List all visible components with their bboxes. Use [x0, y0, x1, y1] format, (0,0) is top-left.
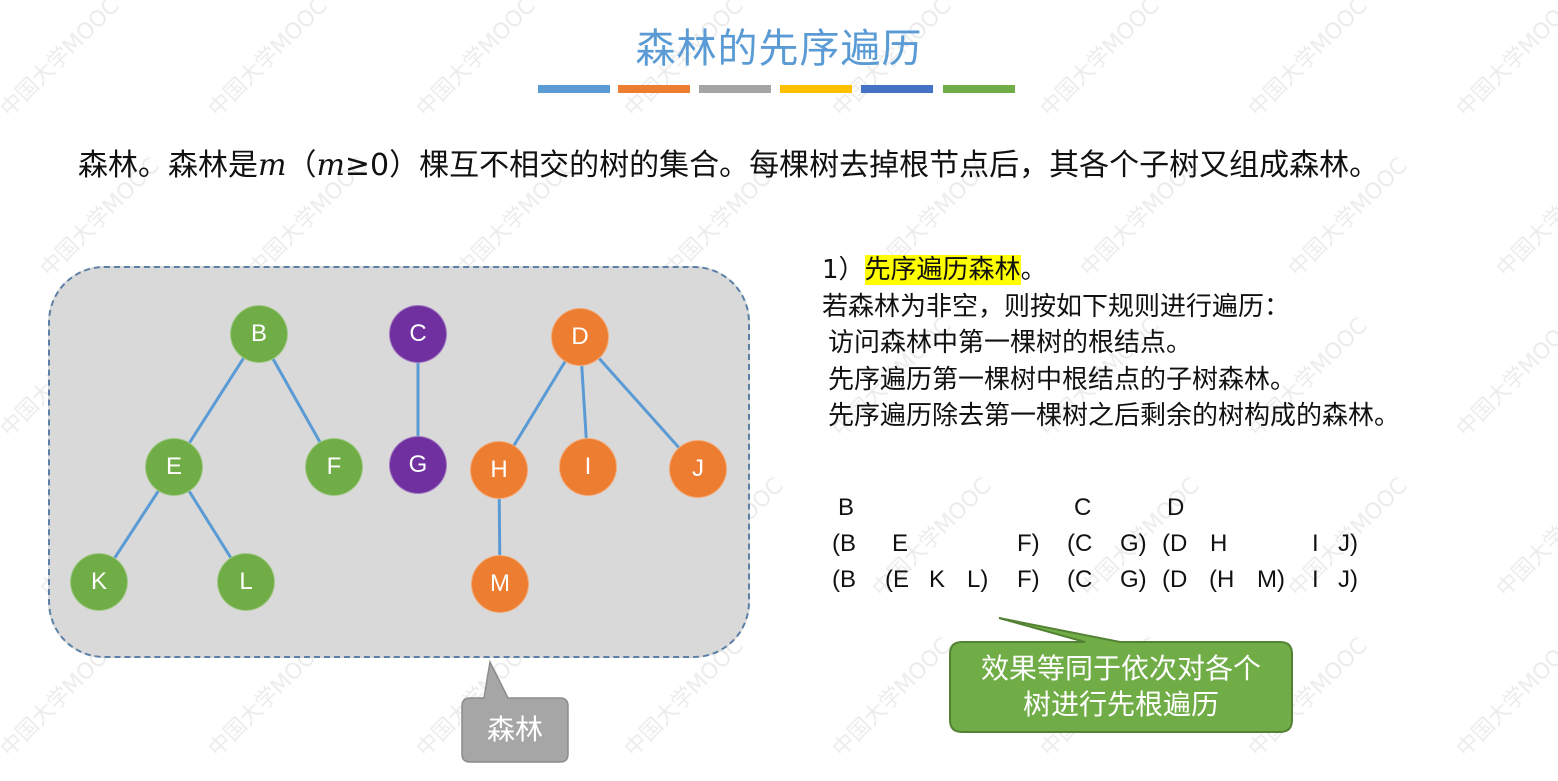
- effect-callout-line: 树进行先根遍历: [1022, 688, 1219, 721]
- rules-line: 若森林为非空，则按如下规则进行遍历：: [822, 291, 1291, 322]
- sequence-token: K: [929, 566, 946, 593]
- definition-variable: m: [258, 148, 287, 183]
- tree-node-e: E: [145, 438, 203, 496]
- forest-callout-label: 森林: [486, 713, 543, 746]
- sequence-token: E: [892, 530, 909, 557]
- preorder-rules: 1）先序遍历森林。 若森林为非空，则按如下规则进行遍历： 访问森林中第一棵树的根…: [822, 252, 1400, 435]
- color-bar-segment: [780, 85, 852, 93]
- rules-heading-end: 。: [1020, 255, 1047, 285]
- effect-callout-text: 效果等同于依次对各个 树进行先根遍历: [950, 651, 1292, 723]
- definition-text: ≥0）棵互不相交的树的集合。每棵树去掉根节点后，其各个子树又组成森林。: [344, 148, 1380, 183]
- tree-node-k: K: [70, 553, 128, 611]
- sequence-token: (D: [1162, 566, 1188, 593]
- sequence-token: (D: [1162, 530, 1188, 557]
- color-bar-segment: [943, 85, 1015, 93]
- rules-line: 先序遍历除去第一棵树之后剩余的树构成的森林。: [828, 401, 1401, 431]
- watermark-text: 中国大学MOOC: [1491, 153, 1558, 283]
- sequence-token: (B: [832, 530, 856, 557]
- rules-line: 先序遍历第一棵树中根结点的子树森林。: [828, 364, 1297, 395]
- effect-callout-line: 效果等同于依次对各个: [980, 652, 1261, 685]
- sequence-token: (H: [1209, 566, 1235, 593]
- definition-text: 森林。森林是: [78, 148, 258, 183]
- watermark-text: 中国大学MOOC: [1451, 313, 1558, 443]
- tree-node-g: G: [389, 436, 447, 494]
- rules-heading-highlight: 先序遍历森林: [864, 255, 1021, 285]
- rules-heading: 1）先序遍历森林。: [822, 252, 1400, 289]
- color-bar-segment: [861, 85, 933, 93]
- definition-variable: m: [316, 148, 345, 183]
- sequence-token: F): [1017, 530, 1040, 557]
- sequence-token: (E: [885, 566, 909, 593]
- sequence-token: F): [1017, 566, 1040, 593]
- forest-definition: 森林。森林是m（m≥0）棵互不相交的树的集合。每棵树去掉根节点后，其各个子树又组…: [78, 140, 1379, 184]
- sequence-token: G): [1120, 530, 1147, 557]
- tree-node-h: H: [470, 441, 528, 499]
- tree-node-d: D: [551, 308, 609, 366]
- sequence-token: (C: [1067, 530, 1093, 557]
- sequence-token: B: [838, 494, 855, 521]
- watermark-text: 中国大学MOOC: [1491, 473, 1558, 603]
- sequence-token: J): [1338, 530, 1358, 557]
- sequence-token: J): [1338, 566, 1358, 593]
- color-bar-segment: [618, 85, 690, 93]
- watermark-text: 中国大学MOOC: [827, 633, 957, 763]
- rules-number: 1）: [822, 255, 865, 285]
- sequence-token: H: [1210, 530, 1228, 557]
- color-bar-segment: [538, 85, 610, 93]
- tree-node-c: C: [389, 305, 447, 363]
- color-bar-segment: [699, 85, 771, 93]
- tree-node-m: M: [471, 555, 529, 613]
- tree-node-b: B: [230, 305, 288, 363]
- sequence-token: (C: [1067, 566, 1093, 593]
- sequence-token: C: [1074, 494, 1092, 521]
- page-title: 森林的先序遍历: [635, 26, 923, 72]
- sequence-token: M): [1257, 566, 1285, 593]
- sequence-token: (B: [832, 566, 856, 593]
- rules-line: 访问森林中第一棵树的根结点。: [828, 328, 1193, 358]
- watermark-text: 中国大学MOOC: [1451, 633, 1558, 763]
- tree-node-j: J: [669, 440, 727, 498]
- definition-text: （: [286, 148, 317, 183]
- tree-node-l: L: [217, 553, 275, 611]
- sequence-token: G): [1120, 566, 1147, 593]
- sequence-token: I: [1312, 566, 1319, 593]
- sequence-token: D: [1167, 494, 1185, 521]
- sequence-token: I: [1312, 530, 1319, 557]
- tree-node-f: F: [305, 438, 363, 496]
- sequence-token: L): [967, 566, 989, 593]
- tree-node-i: I: [559, 438, 617, 496]
